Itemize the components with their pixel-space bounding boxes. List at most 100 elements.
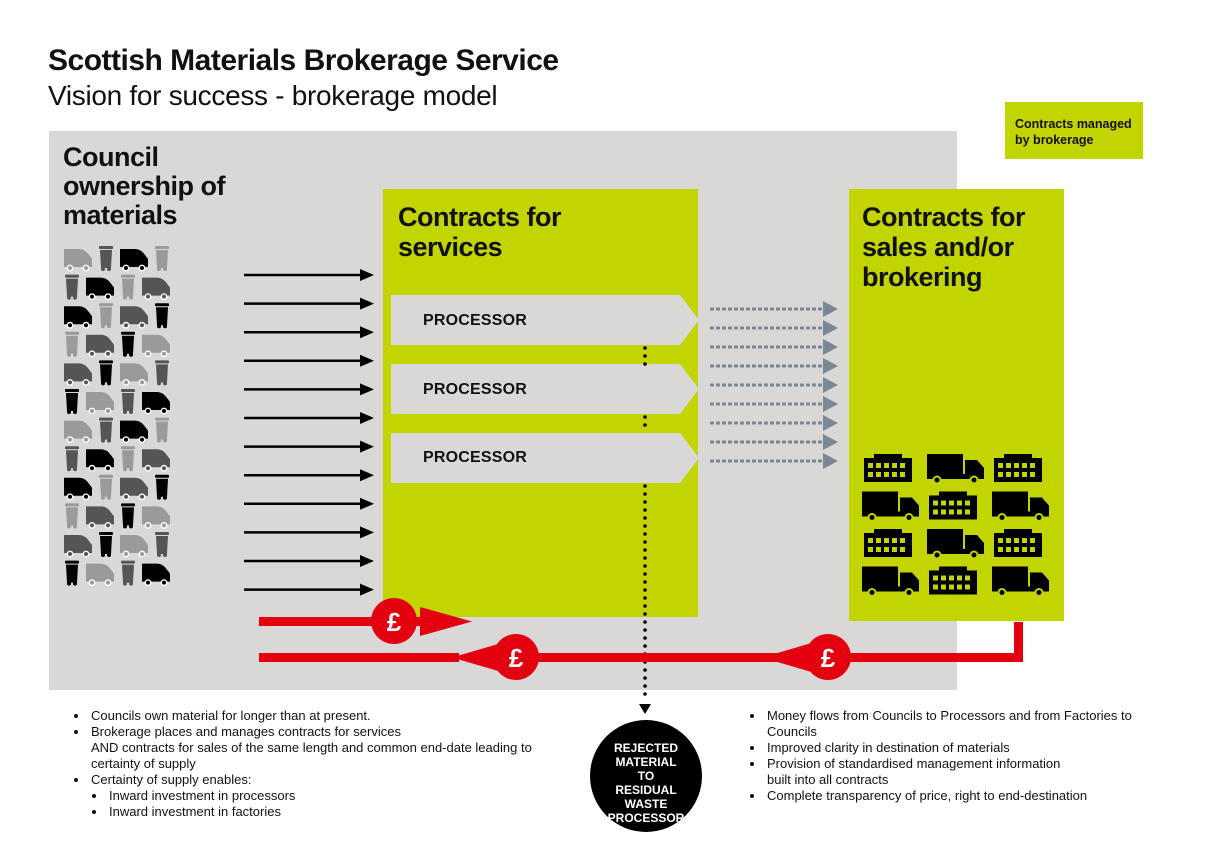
note-sub-item: Inward investment in processors bbox=[107, 788, 583, 804]
wheelie-bin-icon bbox=[155, 532, 169, 557]
wheelie-bin-icon bbox=[65, 560, 79, 586]
bin-truck-icon bbox=[86, 392, 114, 415]
rejected-material-circle: REJECTED MATERIAL TO RESIDUAL WASTE PROC… bbox=[590, 720, 702, 832]
lorry-icon bbox=[862, 491, 919, 522]
bin-truck-icon bbox=[120, 363, 148, 386]
notes-right: Money flows from Councils to Processors … bbox=[739, 708, 1159, 804]
dashed-flow-arrow-head bbox=[823, 396, 838, 412]
wheelie-bin-icon bbox=[121, 274, 135, 300]
lorry-icon bbox=[992, 566, 1049, 597]
wheelie-bin-icon bbox=[65, 503, 79, 529]
note-item: Certainty of supply enables: Inward inve… bbox=[89, 772, 583, 820]
wheelie-bin-icon bbox=[121, 331, 135, 357]
bin-truck-icon bbox=[86, 277, 114, 300]
lorry-icon bbox=[927, 529, 984, 560]
wheelie-bin-icon bbox=[121, 560, 135, 586]
wheelie-bin-icon bbox=[65, 274, 79, 300]
council-to-services-arrows bbox=[244, 269, 374, 596]
bin-truck-icon bbox=[120, 477, 148, 501]
flow-arrow-head bbox=[360, 440, 374, 453]
dashed-flow-arrow-head bbox=[823, 320, 838, 336]
wheelie-bin-icon bbox=[155, 303, 169, 329]
bin-truck-icon bbox=[64, 306, 92, 329]
dotted-rejected-line bbox=[639, 346, 651, 714]
lorry-icon bbox=[992, 491, 1049, 522]
note-item: Councils own material for longer than at… bbox=[89, 708, 583, 724]
factory-icon bbox=[929, 491, 977, 520]
flow-arrow-head bbox=[360, 354, 374, 367]
factory-icon bbox=[864, 454, 912, 482]
processor-bar-1 bbox=[391, 295, 699, 345]
pound-coin-1 bbox=[371, 598, 417, 644]
flow-arrow-head bbox=[360, 297, 374, 310]
flow-arrow-head bbox=[360, 383, 374, 396]
council-icons-grid bbox=[64, 246, 170, 586]
bin-truck-icon bbox=[142, 563, 170, 586]
wheelie-bin-icon bbox=[99, 532, 113, 557]
flow-arrow-head bbox=[360, 326, 374, 339]
bin-truck-icon bbox=[142, 334, 170, 358]
dashed-flow-arrow-head bbox=[823, 415, 838, 431]
processor-label: PROCESSOR bbox=[423, 449, 528, 466]
wheelie-bin-icon bbox=[121, 446, 135, 472]
wheelie-bin-icon bbox=[65, 331, 79, 357]
wheelie-bin-icon bbox=[155, 474, 169, 500]
legend-contracts-managed: Contracts managed by brokerage bbox=[1005, 102, 1143, 159]
pound-symbol-2: £ bbox=[509, 643, 524, 673]
wheelie-bin-icon bbox=[99, 360, 113, 386]
pound-symbol-3: £ bbox=[821, 643, 836, 673]
note-item: Improved clarity in destination of mater… bbox=[765, 740, 1159, 756]
flow-arrow-head bbox=[360, 555, 374, 567]
bin-truck-icon bbox=[142, 506, 170, 529]
wheelie-bin-icon bbox=[99, 246, 113, 271]
bin-truck-icon bbox=[120, 535, 148, 558]
factory-icon bbox=[994, 529, 1042, 557]
wheelie-bin-icon bbox=[65, 389, 79, 414]
wheelie-bin-icon bbox=[121, 389, 135, 414]
bin-truck-icon bbox=[142, 449, 170, 472]
bin-truck-icon bbox=[64, 249, 92, 272]
wheelie-bin-icon bbox=[65, 446, 79, 472]
bin-truck-icon bbox=[86, 506, 114, 529]
factory-icon bbox=[994, 454, 1042, 482]
factory-icon bbox=[864, 529, 912, 557]
contracts-for-sales-heading: Contracts for sales and/or brokering bbox=[862, 202, 1026, 292]
wheelie-bin-icon bbox=[155, 246, 169, 271]
flow-arrow-head bbox=[360, 526, 374, 539]
lorry-icon bbox=[927, 454, 984, 485]
bin-truck-icon bbox=[86, 334, 114, 358]
wheelie-bin-icon bbox=[99, 417, 113, 443]
note-item-text: Certainty of supply enables: bbox=[91, 772, 252, 787]
dashed-flow-arrow-head bbox=[823, 434, 838, 450]
money-flow-factories-to-councils: £ £ bbox=[259, 622, 1023, 680]
services-to-sales-arrows bbox=[710, 301, 838, 469]
pound-coin-3 bbox=[805, 634, 851, 680]
contracts-for-services-heading: Contracts for services bbox=[398, 202, 562, 262]
note-item-text: AND contracts for sales of the same leng… bbox=[91, 740, 532, 771]
processor-bar-2 bbox=[391, 364, 699, 414]
bin-truck-icon bbox=[142, 277, 170, 300]
council-ownership-heading: Council ownership of materials bbox=[63, 142, 226, 230]
dashed-flow-arrow-head bbox=[823, 377, 838, 393]
page-title: Scottish Materials Brokerage Service bbox=[48, 44, 559, 77]
note-item-text: Brokerage places and manages contracts f… bbox=[91, 724, 401, 739]
legend-label: Contracts managed by brokerage bbox=[1015, 117, 1132, 147]
flow-arrow-head bbox=[360, 497, 374, 510]
note-sub-item: Inward investment in factories bbox=[107, 804, 583, 820]
lorry-icon bbox=[862, 566, 919, 597]
notes-left: Councils own material for longer than at… bbox=[63, 708, 583, 820]
dashed-flow-arrow-head bbox=[823, 453, 838, 469]
flow-arrow-head bbox=[360, 412, 374, 424]
pound-symbol-1: £ bbox=[387, 607, 402, 637]
wheelie-bin-icon bbox=[121, 503, 135, 529]
flow-arrow-head bbox=[360, 469, 374, 482]
dashed-flow-arrow-head bbox=[823, 358, 838, 374]
note-item: Provision of standardised management inf… bbox=[765, 756, 1077, 788]
processor-bar-3 bbox=[391, 433, 699, 483]
rejected-material-label: REJECTED MATERIAL TO RESIDUAL WASTE PROC… bbox=[607, 741, 685, 825]
bin-truck-icon bbox=[86, 563, 114, 586]
note-item: Brokerage places and manages contracts f… bbox=[89, 724, 583, 772]
factory-icon bbox=[929, 566, 977, 595]
bin-truck-icon bbox=[86, 449, 114, 472]
